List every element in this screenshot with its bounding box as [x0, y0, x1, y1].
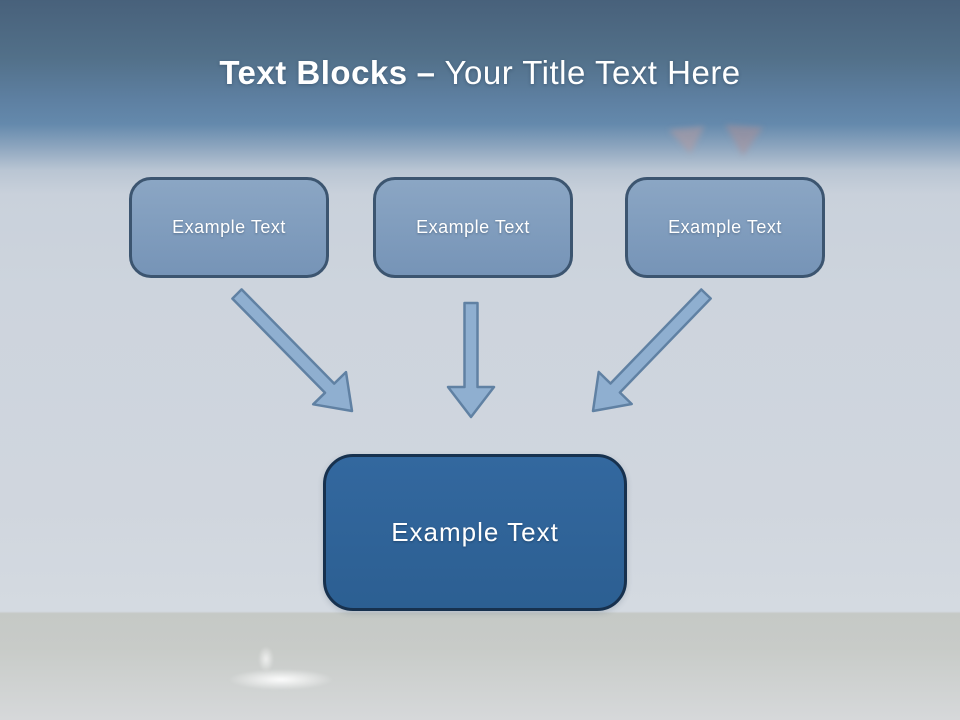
- title-dash: –: [416, 54, 436, 91]
- text-block-3: Example Text: [625, 177, 825, 278]
- arrow-down-right-icon: [231, 288, 354, 413]
- sea-splash: [228, 669, 334, 690]
- text-block-label: Example Text: [668, 217, 782, 237]
- text-block-label: Example Text: [172, 217, 286, 237]
- text-block-label: Example Text: [416, 217, 530, 237]
- summary-text-block: Example Text: [323, 454, 627, 611]
- sea-splash-droplet: [258, 646, 274, 672]
- text-block-2: Example Text: [373, 177, 573, 278]
- page-title: Text Blocks–Your Title Text Here: [0, 54, 960, 92]
- arrow-down-icon: [446, 301, 496, 419]
- summary-text-block-label: Example Text: [391, 517, 559, 547]
- title-regular-text: Your Title Text Here: [444, 54, 741, 91]
- arrow-down-left-icon: [591, 288, 712, 413]
- title-bold-text: Text Blocks: [219, 54, 408, 91]
- text-block-1: Example Text: [129, 177, 329, 278]
